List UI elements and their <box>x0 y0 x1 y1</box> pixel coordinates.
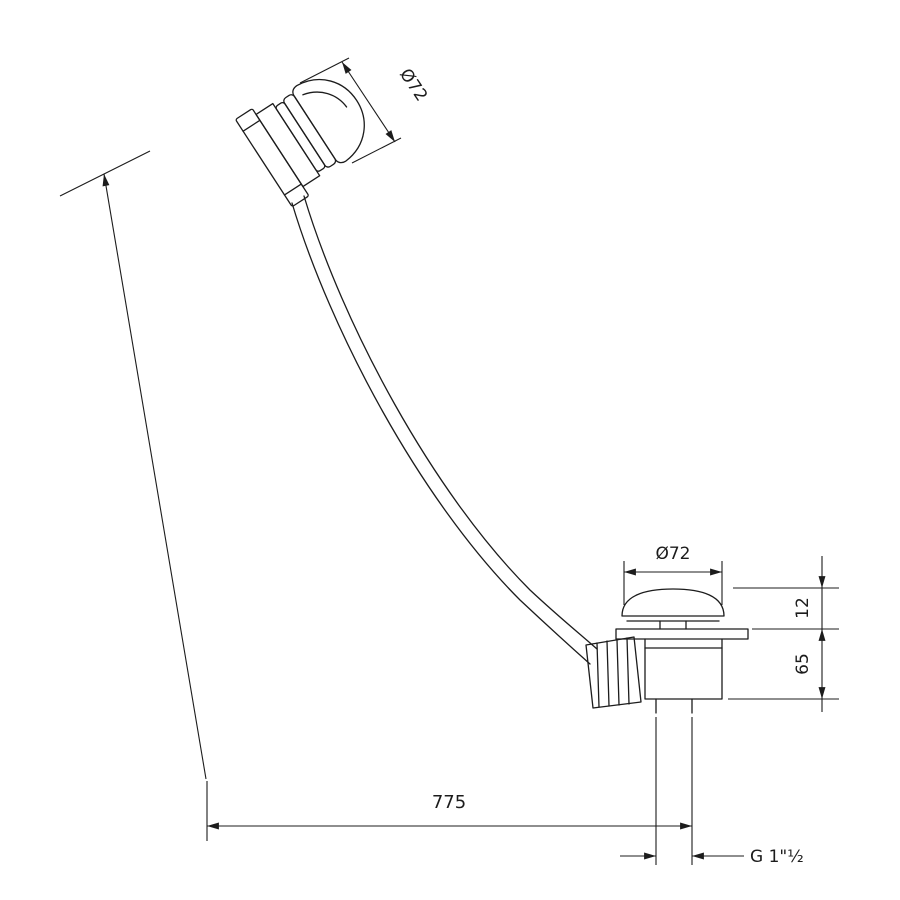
extension-line <box>59 150 151 197</box>
diagonal-dimension-line <box>102 173 207 780</box>
overflow-ring <box>275 101 326 172</box>
drain-cap-height-label: 12 <box>793 597 813 619</box>
drain-tailpiece <box>655 698 693 714</box>
drain-diameter-label: Ø72 <box>655 544 690 564</box>
cable-nut-ridges <box>596 637 630 708</box>
drain-body <box>644 638 723 700</box>
drain-cap-stem <box>659 620 687 630</box>
overflow-diameter-dimension: Ø72 <box>299 57 431 164</box>
extension-line <box>351 137 402 164</box>
drain-body-height-label: 65 <box>793 653 813 675</box>
cable-nut <box>585 636 642 709</box>
cable-length-label: 775 <box>432 792 466 813</box>
extension-line <box>299 57 350 84</box>
overflow-cap <box>292 78 365 164</box>
overflow-back-plate-detail <box>242 119 302 196</box>
cable-outline <box>291 202 591 665</box>
overflow-assembly <box>235 78 365 207</box>
drain-height-dimensions: 12 65 <box>728 556 839 712</box>
cable-outline <box>303 195 598 650</box>
extension-line <box>623 561 723 605</box>
overflow-diameter-label: Ø72 <box>395 65 431 105</box>
drain-diameter-dimension: Ø72 <box>623 544 723 605</box>
drain-cap <box>621 588 725 617</box>
extension-line <box>655 717 693 865</box>
cable-length-dimension: 775 <box>59 150 692 841</box>
drain-assembly <box>585 588 749 714</box>
dimension-line <box>341 61 396 143</box>
cable <box>291 195 598 665</box>
drain-thread-label: G 1"½ <box>750 847 804 867</box>
overflow-body <box>255 102 321 188</box>
drain-thread-dimension: G 1"½ <box>620 717 804 867</box>
drain-flange <box>615 628 749 640</box>
